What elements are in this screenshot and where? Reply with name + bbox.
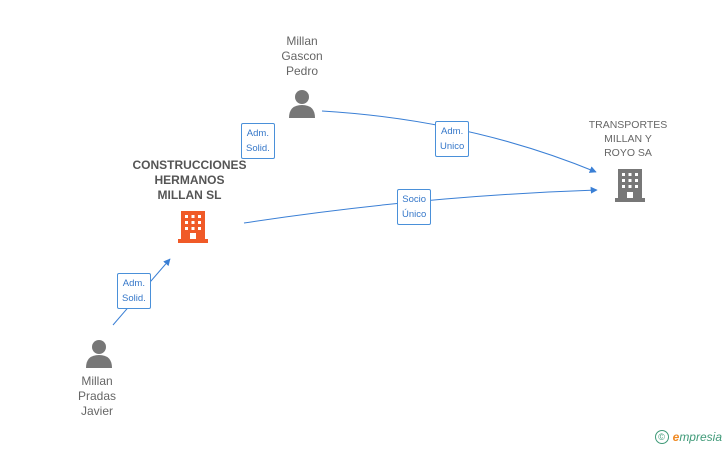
node-label-transportes[interactable]: TRANSPORTES MILLAN Y ROYO SA [588, 119, 668, 159]
brand-name: empresia [672, 430, 722, 444]
edge-label-gascon-transportes[interactable]: Adm. Unico [435, 121, 470, 157]
person-icon[interactable] [85, 339, 113, 374]
edge-label-pradas-construcciones[interactable]: Adm. Solid. [117, 273, 151, 309]
person-icon[interactable] [288, 89, 316, 124]
node-label-construcciones[interactable]: CONSTRUCCIONES HERMANOS MILLAN SL [132, 158, 247, 202]
edge-label-construcciones-transportes[interactable]: Socio Único [397, 189, 432, 225]
copyright-icon: © [654, 430, 669, 444]
building-icon[interactable] [615, 167, 645, 207]
node-label-gascon[interactable]: Millan Gascon Pedro [281, 34, 323, 78]
edge-label-gascon-construcciones[interactable]: Adm. Solid. [241, 123, 275, 159]
empresia-brand: © empresia [654, 430, 722, 444]
node-label-pradas[interactable]: Millan Pradas Javier [77, 374, 117, 418]
building-icon[interactable] [178, 209, 208, 248]
